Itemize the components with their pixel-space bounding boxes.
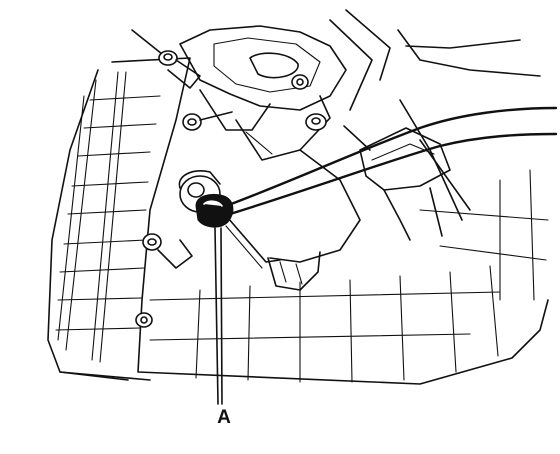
upper-housing: [179, 9, 391, 291]
callout-leader-a: [214, 227, 223, 405]
grid-panel: [47, 29, 549, 385]
bolt-lower-left: [142, 233, 193, 269]
bolt-bottom-left: [135, 312, 153, 328]
wire-harness: [224, 106, 558, 216]
bolt-top-left: [131, 29, 201, 89]
bolt-center: [305, 113, 327, 131]
bolt-top-center: [291, 74, 309, 90]
bolt-mid-left: [182, 111, 233, 131]
sensor-a: [178, 170, 281, 269]
callout-label-a: A: [217, 407, 231, 428]
